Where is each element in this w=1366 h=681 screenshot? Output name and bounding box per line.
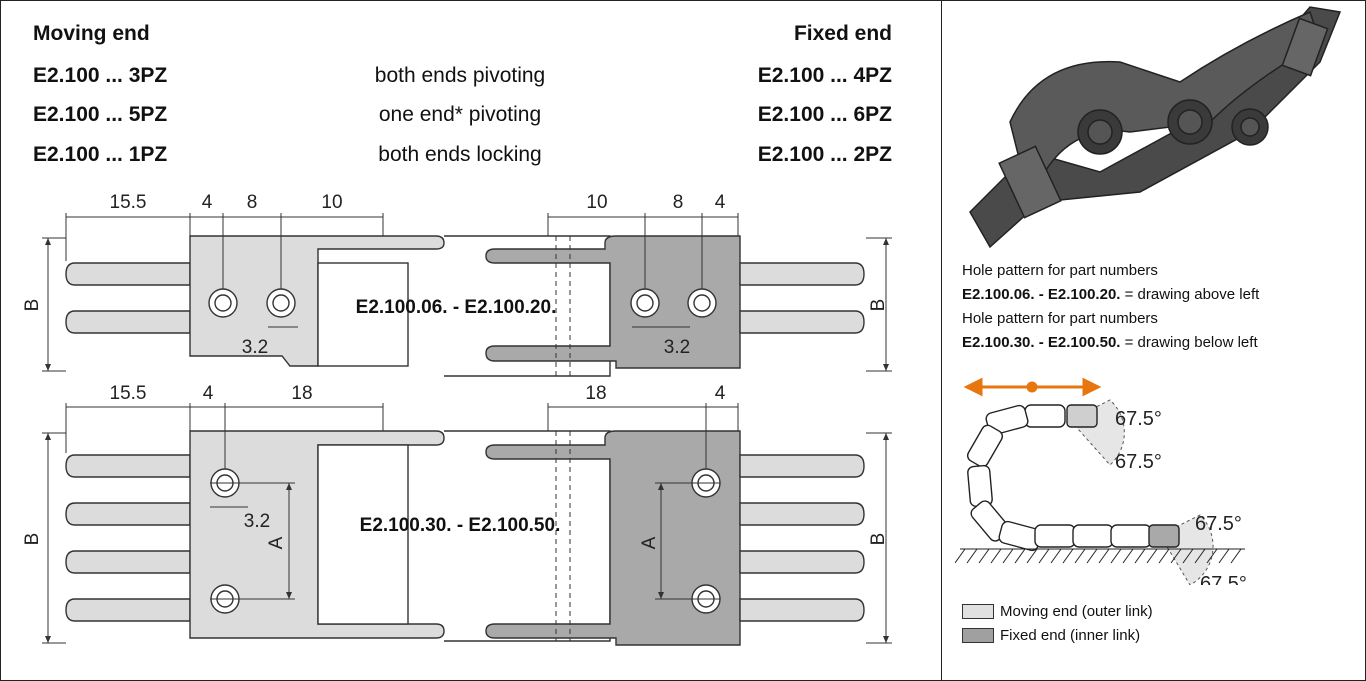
dim-15-5: 15.5 [110,192,147,213]
top-drawing [65,235,865,377]
legend-swatch-moving [962,604,994,619]
technical-drawing: 15.5 4 8 10 10 8 4 3.2 3.2 B B E2.100.06… [22,192,892,646]
column-divider [941,0,942,681]
moving-end-title: Moving end [33,22,150,45]
angle-labels: 67.5° 67.5° 67.5° 67.5° [1115,408,1247,585]
angle-3: 67.5° [1195,513,1242,535]
dim-15-5-bottom: 15.5 [110,383,147,404]
hole-dia-right: 3.2 [664,337,690,358]
a-label-left: A [266,536,287,549]
b-label-right-bottom: B [868,533,889,546]
dim-18: 18 [291,383,312,404]
b-label-left-bottom: B [22,533,43,546]
a-label-right: A [639,536,660,549]
desc-1: both ends pivoting [374,64,546,87]
desc-3: both ends locking [378,143,542,166]
dim-4-bottom: 4 [203,383,214,404]
hole-pattern-note-2: E2.100.06. - E2.100.20. = drawing above … [962,286,1260,303]
fixed-end-title: Fixed end [793,22,892,45]
moving-part-2: E2.100 ... 5PZ [33,103,168,126]
top-holes [208,288,717,318]
hole-pattern-note-4: E2.100.30. - E2.100.50. = drawing below … [962,334,1258,351]
angle-4: 67.5° [1200,573,1247,585]
dim-18-right: 18 [585,383,606,404]
hole-pattern-note-3: Hole pattern for part numbers [962,310,1158,327]
top-part-range-label: E2.100.06. - E2.100.20. [356,297,557,318]
dim-10-right: 10 [586,192,607,213]
bottom-dim-labels: 15.5 4 18 18 4 3.2 A A B B [22,383,889,549]
legend-moving: Moving end (outer link) [962,603,1153,620]
hole-dia-bottom: 3.2 [244,511,270,532]
fixed-part-1: E2.100 ... 4PZ [757,64,892,87]
angle-1: 67.5° [1115,408,1162,430]
chain-schematic: 67.5° 67.5° 67.5° 67.5° [955,377,1247,585]
dim-4-right-bottom: 4 [715,383,726,404]
travel-arrow-icon [963,377,1102,397]
legend-fixed: Fixed end (inner link) [962,627,1140,644]
fixed-part-2: E2.100 ... 6PZ [757,103,892,126]
b-label-left: B [22,299,43,312]
hole-pattern-note-1: Hole pattern for part numbers [962,262,1158,279]
dim-10: 10 [321,192,342,213]
moving-part-1: E2.100 ... 3PZ [33,64,168,87]
legend-label-moving: Moving end (outer link) [1000,603,1153,620]
legend-swatch-fixed [962,628,994,643]
legend-label-fixed: Fixed end (inner link) [1000,627,1141,644]
desc-2: one end* pivoting [378,103,542,126]
dim-8: 8 [247,192,258,213]
product-photo [969,6,1342,249]
dim-4: 4 [202,192,213,213]
bottom-drawing [65,430,865,646]
angle-2: 67.5° [1115,451,1162,473]
fixed-part-3: E2.100 ... 2PZ [757,143,892,166]
b-label-right: B [868,299,889,312]
top-dim-labels: 15.5 4 8 10 10 8 4 3.2 3.2 B B [22,192,889,358]
dim-4-right: 4 [715,192,726,213]
moving-part-3: E2.100 ... 1PZ [33,143,168,166]
dim-8-right: 8 [673,192,684,213]
hole-dia-left: 3.2 [242,337,268,358]
bottom-part-range-label: E2.100.30. - E2.100.50. [360,515,561,536]
